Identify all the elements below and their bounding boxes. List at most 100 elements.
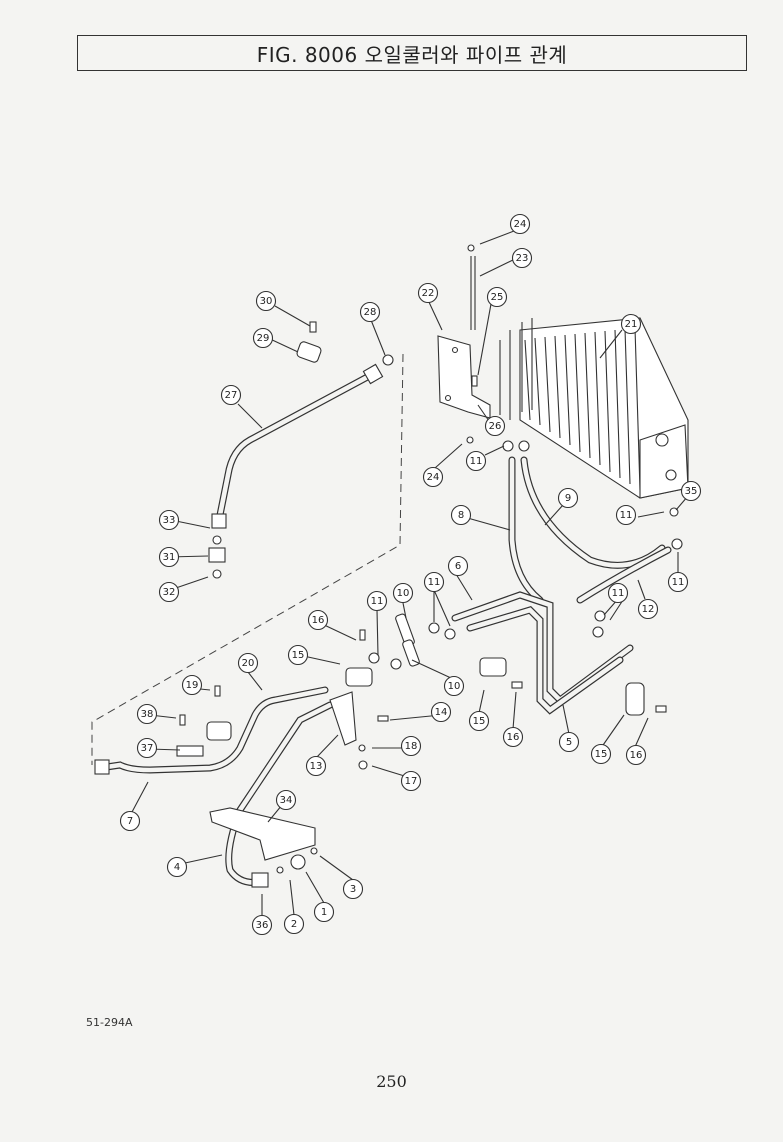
callout-label: 11 [620,510,633,521]
callout-circle [615,504,637,526]
callout-circle [509,213,531,235]
bracket-13 [329,691,357,746]
callout-circle [558,731,580,753]
callout-circle [305,755,327,777]
callout-circle [158,509,180,531]
callout-11: 11 [607,582,629,604]
figure-code: 51-294A [86,1016,133,1029]
callout-label: 38 [141,709,154,720]
callout-circle [607,582,629,604]
figure-title: FIG. 8006 오일쿨러와 파이프 관계 [256,42,568,67]
callout-circle [450,504,472,526]
callout-label: 2 [291,919,297,930]
callout-label: 26 [489,421,502,432]
callout-label: 32 [163,587,176,598]
callout-17: 17 [400,770,422,792]
callout-label: 19 [186,680,199,691]
callout-25: 25 [486,286,508,308]
callout-31: 31 [158,546,180,568]
callout-circle [181,674,203,696]
page-number: 250 [376,1072,407,1091]
bracket-34 [209,807,316,861]
callout-label: 9 [565,493,571,504]
callout-label: 11 [371,596,384,607]
callout-circle [486,286,508,308]
callout-13: 13 [305,755,327,777]
callout-33: 33 [158,509,180,531]
hoses-8-9 [508,456,666,604]
callout-label: 16 [630,750,643,761]
callout-38: 38 [136,703,158,725]
callout-circle [158,546,180,568]
oil-cooler [499,317,689,499]
leader-lines [131,230,689,917]
callout-label: 20 [242,658,255,669]
callout-32: 32 [158,581,180,603]
callout-circle [359,301,381,323]
callout-label: 10 [448,681,461,692]
callout-circle [392,582,414,604]
callout-29: 29 [252,327,274,349]
callout-label: 13 [310,761,323,772]
callout-label: 16 [312,615,325,626]
callout-label: 15 [292,650,305,661]
callout-23: 23 [511,247,533,269]
callout-label: 29 [257,333,270,344]
callout-circle [502,726,524,748]
callout-11: 11 [423,571,445,593]
callout-circle [307,609,329,631]
callout-label: 31 [163,552,176,563]
callout-circle [136,703,158,725]
callout-10: 10 [443,675,465,697]
callout-circle [422,466,444,488]
rod [470,256,476,330]
callout-circle [136,737,158,759]
callout-label: 11 [428,577,441,588]
callout-label: 22 [422,288,435,299]
callout-label: 24 [427,472,440,483]
callout-label: 11 [470,456,483,467]
callout-label: 1 [321,907,327,918]
callout-label: 11 [672,577,685,588]
callout-15: 15 [590,743,612,765]
callout-label: 3 [350,884,356,895]
callout-label: 28 [364,307,377,318]
callout-circle [625,744,647,766]
callout-28: 28 [359,301,381,323]
callout-circle [158,581,180,603]
callout-circle [252,327,274,349]
callout-circle [637,598,659,620]
callout-label: 8 [458,510,464,521]
callout-label: 23 [516,253,529,264]
callout-label: 5 [566,737,572,748]
callout-label: 14 [435,707,448,718]
callout-label: 6 [455,561,461,572]
callout-circle [680,480,702,502]
callout-36: 36 [251,914,273,936]
callout-label: 17 [405,776,418,787]
callout-circle [557,487,579,509]
callout-circle [423,571,445,593]
callout-label: 33 [163,515,176,526]
callout-label: 16 [507,732,520,743]
callout-26: 26 [484,415,506,437]
callout-34: 34 [275,789,297,811]
callout-circle [283,913,305,935]
callout-11: 11 [465,450,487,472]
callout-11: 11 [366,590,388,612]
callout-37: 37 [136,737,158,759]
callout-label: 12 [642,604,655,615]
callout-label: 7 [127,816,133,827]
callout-11: 11 [615,504,637,526]
callout-label: 35 [685,486,698,497]
callout-16: 16 [625,744,647,766]
callout-9: 9 [557,487,579,509]
callout-1: 1 [313,901,335,923]
callout-label: 24 [514,219,527,230]
callout-4: 4 [166,856,188,878]
callout-35: 35 [680,480,702,502]
callout-circle [275,789,297,811]
small-parts [176,244,683,874]
callout-label: 10 [397,588,410,599]
